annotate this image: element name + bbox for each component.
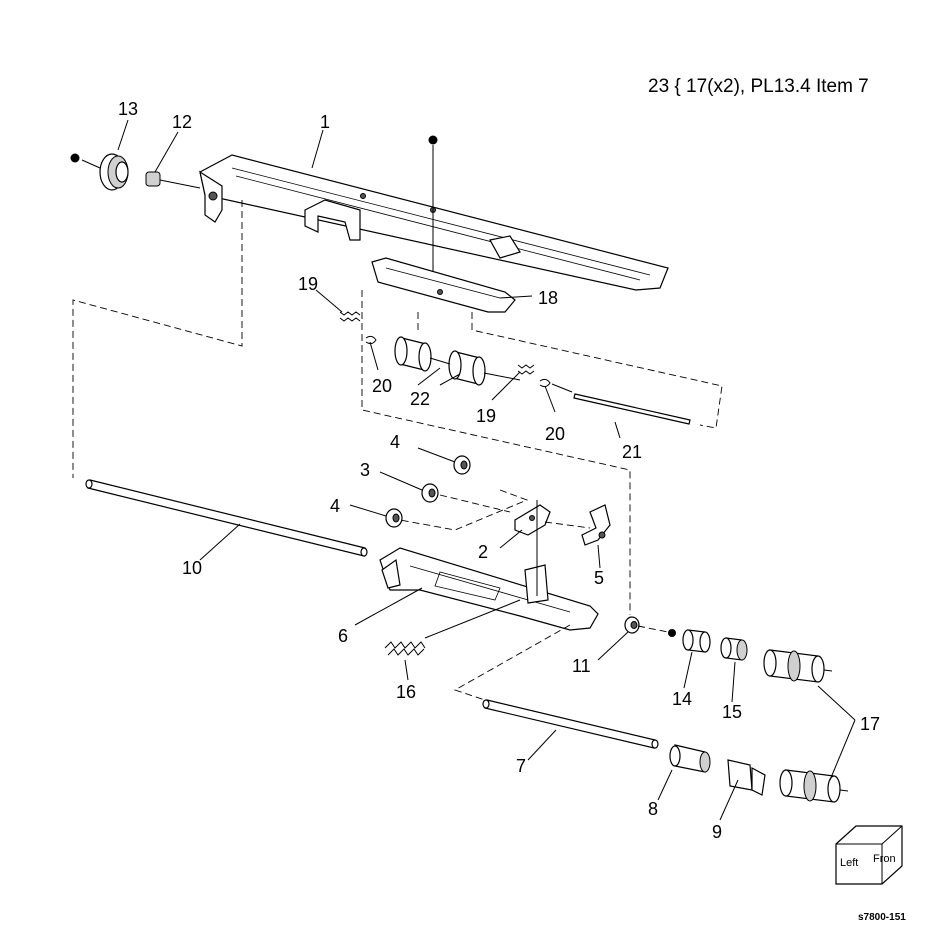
callout-14: 14: [672, 689, 692, 709]
part-8-gear: [669, 744, 711, 773]
part-16-spring: [384, 599, 521, 656]
part-21-shaft: [551, 383, 691, 425]
part-12-bearing: [81, 159, 201, 189]
part-17-roller-lower: [779, 769, 849, 803]
callout-labels: 1 13 12 19 18 20 22 19 20 21 4 3 4 2 5 1…: [118, 99, 880, 842]
part-4-bushing-bottom: [385, 508, 403, 528]
orientation-cube: Left Fron: [835, 825, 903, 885]
callout-4-bottom: 4: [330, 496, 340, 516]
callout-15: 15: [722, 702, 742, 722]
cube-left-face-label: Left: [840, 857, 858, 869]
part-4-bushing-top: [453, 455, 471, 475]
part-9-clutch: [727, 759, 766, 796]
alignment-lines: [72, 200, 723, 701]
callout-22: 22: [410, 389, 430, 409]
part-2-lever: [514, 504, 551, 536]
part-5-lever: [581, 504, 611, 546]
part-1-frame: [199, 154, 669, 291]
callout-1: 1: [320, 112, 330, 132]
callout-17: 17: [860, 714, 880, 734]
callout-19-left: 19: [298, 274, 318, 294]
part-14-collar: [668, 629, 711, 653]
callout-16: 16: [396, 682, 416, 702]
part-19-spring-left: [339, 311, 361, 322]
part-22-rollers: [394, 336, 521, 386]
note-text: 23 { 17(x2), PL13.4 Item 7: [648, 76, 869, 97]
cube-front-face-label: Fron: [873, 853, 896, 865]
part-11-bushing: [624, 616, 640, 634]
callout-18: 18: [538, 288, 558, 308]
callout-11: 11: [572, 656, 591, 676]
part-19-spring-right: [517, 364, 535, 375]
callout-13: 13: [118, 99, 138, 119]
callout-19-right: 19: [476, 406, 496, 426]
part-7-shaft: [482, 699, 659, 749]
part-13-gear: [70, 153, 129, 191]
callout-10: 10: [182, 558, 202, 578]
callout-20-left: 20: [372, 376, 392, 396]
part-20-clip-left: [365, 335, 377, 345]
leader-lines: [117, 119, 856, 821]
part-3-bushing: [421, 483, 439, 503]
callout-20-right: 20: [545, 424, 565, 444]
callout-9: 9: [712, 822, 722, 842]
part-6-tray: [379, 500, 599, 631]
callout-5: 5: [594, 568, 604, 588]
part-18-roller-bracket: [371, 135, 516, 313]
callout-4-top: 4: [390, 432, 400, 452]
part-20-clip-right: [539, 378, 551, 388]
callout-8: 8: [648, 799, 658, 819]
figure-code: s7800-151: [858, 912, 906, 923]
part-17-roller-upper: [763, 649, 833, 683]
part-10-long-shaft: [85, 479, 368, 557]
callout-12: 12: [172, 112, 192, 132]
callout-3: 3: [360, 460, 370, 480]
callout-7: 7: [516, 756, 526, 776]
callout-2: 2: [478, 542, 488, 562]
callout-6: 6: [338, 626, 348, 646]
part-15-coupling: [720, 637, 748, 661]
callout-21: 21: [622, 442, 642, 462]
